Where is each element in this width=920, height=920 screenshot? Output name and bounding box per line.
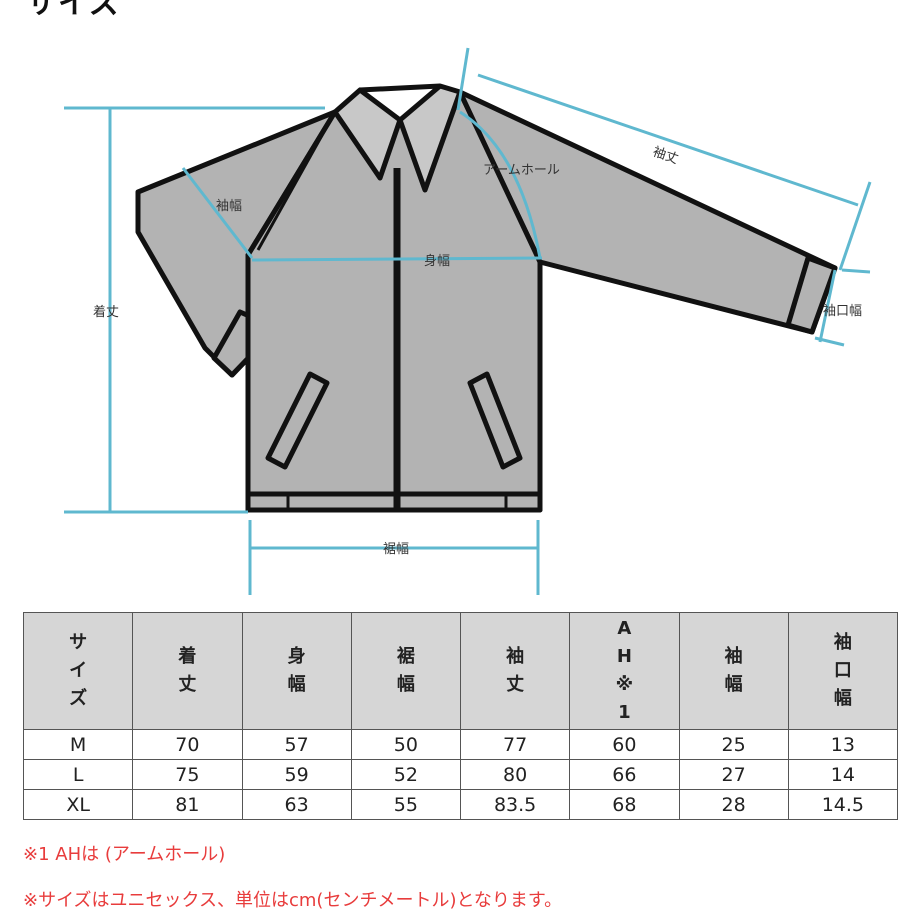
size-table: サイズ 着丈 身幅 裾幅 袖丈 AH※1 袖幅 袖口幅 M 70 57 50 7… — [22, 612, 899, 820]
table-row: XL 81 63 55 83.5 68 28 14.5 — [22, 789, 899, 820]
table-cell: 75 — [132, 759, 243, 790]
table-cell: 66 — [569, 759, 680, 790]
table-row: L 75 59 52 80 66 27 14 — [22, 759, 899, 790]
armhole-footnote: ※1 AHは (アームホール) — [23, 844, 226, 865]
table-cell: 68 — [569, 789, 680, 820]
table-cell: 80 — [459, 759, 571, 790]
header-sleeve-width: 袖幅 — [678, 612, 789, 730]
header-body-width: 身幅 — [241, 612, 352, 730]
table-header-row: サイズ 着丈 身幅 裾幅 袖丈 AH※1 袖幅 袖口幅 — [22, 612, 899, 730]
header-hem-width: 裾幅 — [350, 612, 462, 730]
header-armhole: AH※1 — [569, 612, 680, 730]
jacket-illustration — [135, 83, 838, 513]
table-cell: 28 — [678, 789, 789, 820]
table-cell: 77 — [459, 729, 571, 760]
table-cell: 70 — [132, 729, 243, 760]
header-total-length: 着丈 — [132, 612, 243, 730]
unit-footnote: ※サイズはユニセックス、単位はcm(センチメートル)となります。 — [23, 890, 563, 911]
table-cell: L — [22, 759, 134, 790]
sleeve-length-label: 袖丈 — [651, 145, 680, 168]
page-heading: サイズ — [26, 0, 122, 21]
table-cell: 25 — [678, 729, 789, 760]
table-cell: 13 — [787, 729, 899, 760]
table-cell: 55 — [350, 789, 462, 820]
table-cell: XL — [22, 789, 134, 820]
table-row: M 70 57 50 77 60 25 13 — [22, 729, 899, 760]
left-pocket — [265, 371, 330, 470]
right-cuff — [785, 255, 838, 335]
jacket-size-diagram: 袖丈 アームホール 袖幅 身幅 着丈 袖口幅 裾幅 — [64, 47, 872, 595]
measurement-lines — [64, 47, 872, 595]
table-cell: 59 — [241, 759, 352, 790]
header-cuff-width: 袖口幅 — [787, 612, 899, 730]
header-sleeve-length: 袖丈 — [459, 612, 571, 730]
hem-width-label: 裾幅 — [383, 542, 409, 557]
body-width-label: 身幅 — [424, 253, 450, 269]
table-cell: 14 — [787, 759, 899, 790]
table-cell: 60 — [569, 729, 680, 760]
table-cell: 57 — [241, 729, 352, 760]
header-size: サイズ — [22, 612, 134, 730]
armhole-label: アームホール — [483, 163, 560, 178]
table-cell: 50 — [350, 729, 462, 760]
table-cell: 63 — [241, 789, 352, 820]
total-length-label: 着丈 — [93, 304, 119, 320]
cuff-width-label: 袖口幅 — [823, 304, 862, 319]
table-cell: 27 — [678, 759, 789, 790]
table-cell: 81 — [132, 789, 243, 820]
table-cell: M — [22, 729, 134, 760]
table-cell: 14.5 — [787, 789, 899, 820]
table-cell: 83.5 — [459, 789, 571, 820]
right-pocket — [467, 371, 523, 470]
sleeve-width-label: 袖幅 — [216, 199, 242, 214]
table-cell: 52 — [350, 759, 462, 790]
